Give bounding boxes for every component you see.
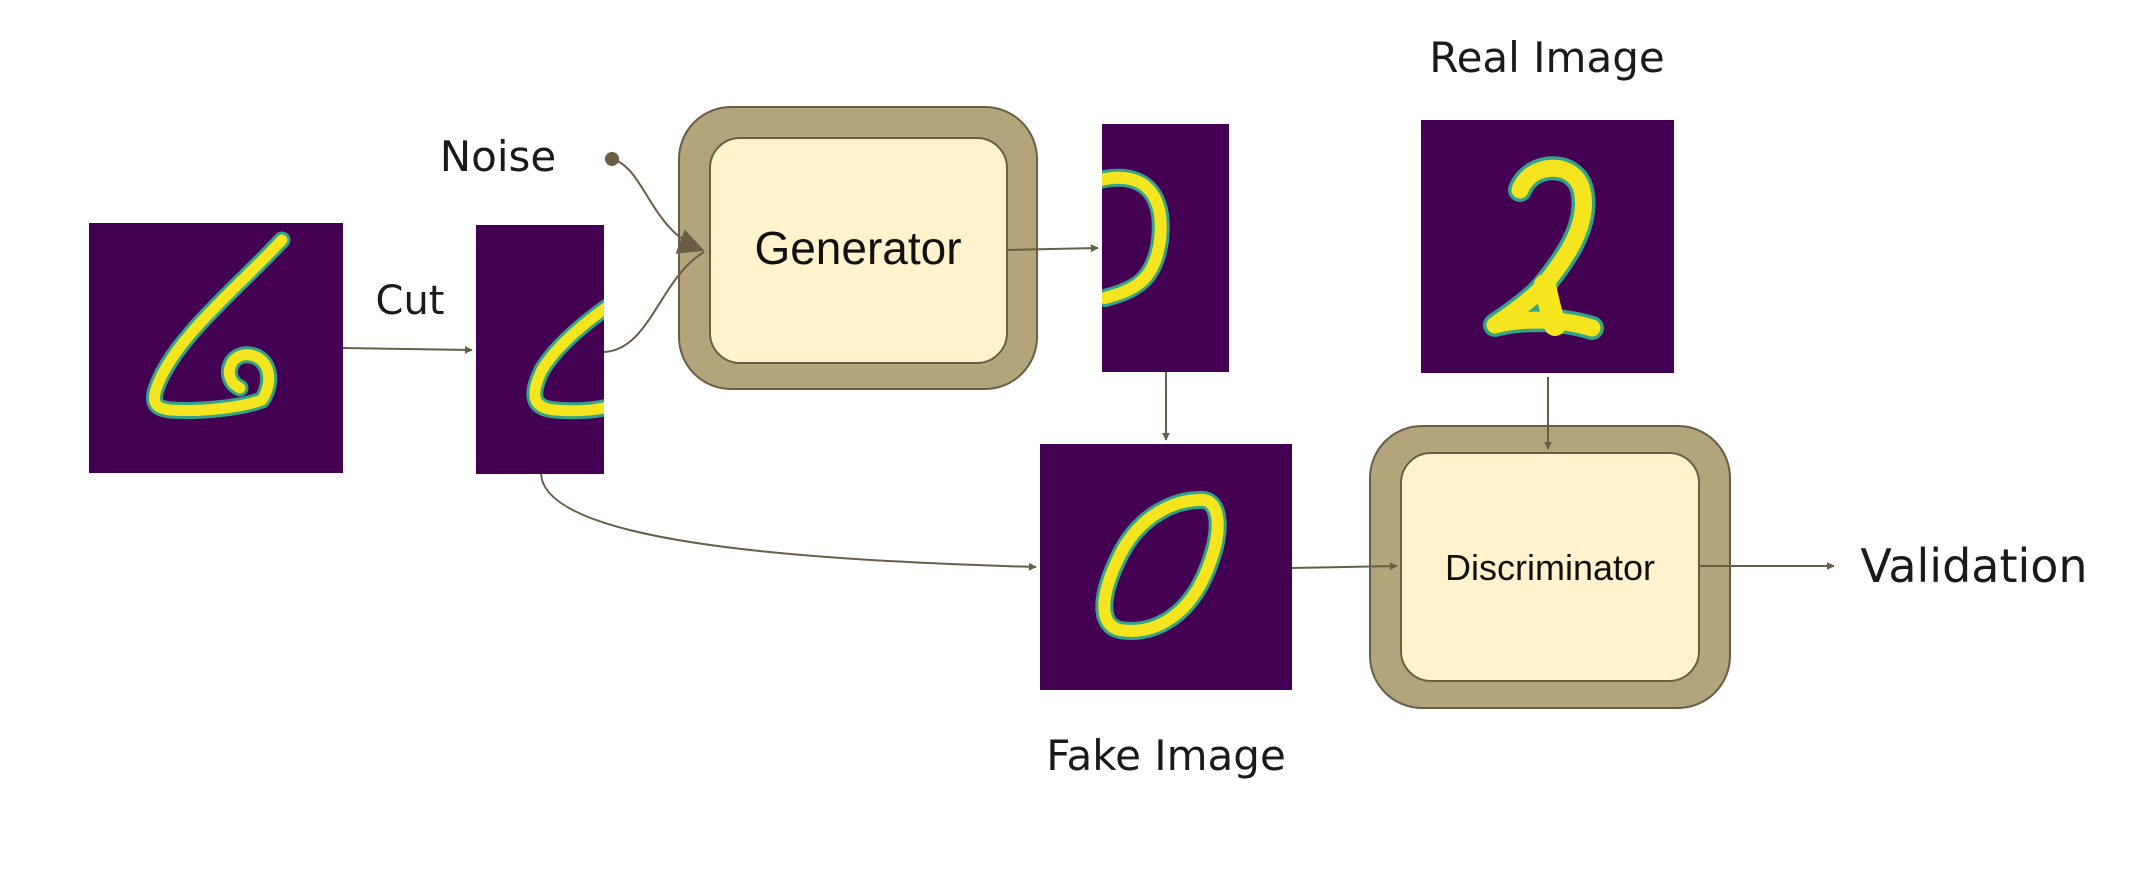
- generated-half-image: [1102, 124, 1229, 372]
- arrow-cut-to-fake: [540, 473, 1037, 571]
- generator-block: Generator: [678, 106, 1038, 390]
- discriminator-label: Discriminator: [1445, 547, 1655, 588]
- fake-digit-stroke: [1098, 494, 1224, 637]
- noise-label: Noise: [440, 132, 557, 181]
- cut-digit-stroke: [529, 302, 604, 417]
- connectors: [342, 158, 1835, 571]
- cut-image: [476, 225, 604, 474]
- discriminator-block: Discriminator: [1369, 425, 1731, 709]
- fake-image-label: Fake Image: [1046, 731, 1286, 780]
- arrow-noise-to-generator: [611, 158, 705, 254]
- real-image: [1421, 120, 1674, 373]
- validation-label: Validation: [1860, 539, 2087, 593]
- arrow-fake-to-discriminator: [1291, 562, 1398, 571]
- generator-label: Generator: [754, 222, 961, 274]
- arrow-cut-to-generator: [603, 251, 705, 353]
- arrow-input-to-cut: [342, 345, 473, 354]
- arrow-generator-to-output: [1006, 244, 1099, 253]
- fake-image: [1040, 444, 1292, 690]
- real-image-label: Real Image: [1429, 33, 1664, 82]
- digit-six-stroke: [146, 231, 291, 419]
- cut-label: Cut: [376, 278, 445, 324]
- input-image: [89, 223, 343, 473]
- generated-digit-stroke: [1102, 171, 1167, 304]
